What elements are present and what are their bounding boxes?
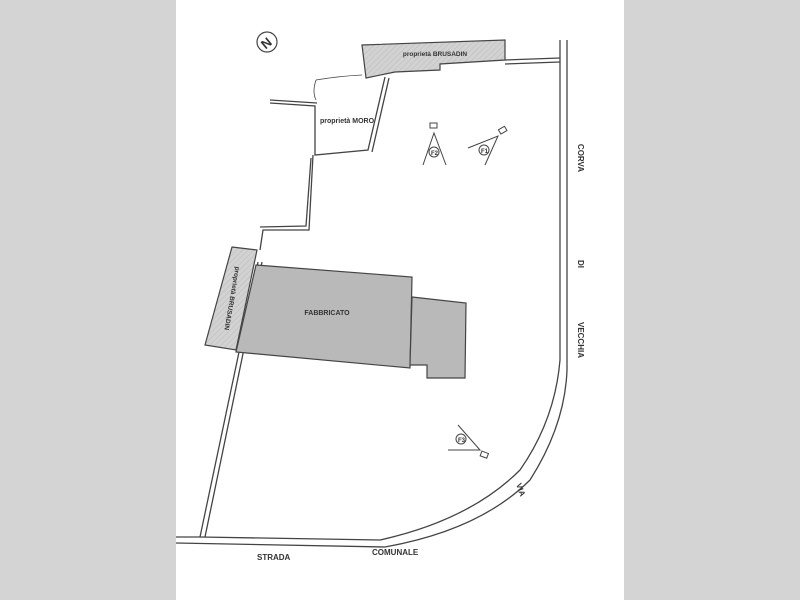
road-label-via: VIA bbox=[514, 482, 527, 498]
property-moro-label: proprietà MORO bbox=[320, 118, 375, 125]
road-label-corva: CORVA bbox=[576, 144, 585, 172]
viewpoint-f1: F1 bbox=[467, 125, 508, 166]
north-arrow-icon: N bbox=[256, 31, 278, 53]
svg-text:proprietà BRUSADIN: proprietà BRUSADIN bbox=[403, 51, 468, 58]
road-label-vecchia: VECCHIA bbox=[576, 322, 585, 358]
property-boundary bbox=[175, 40, 568, 548]
building-fabbricato: FABBRICATO bbox=[235, 264, 467, 379]
property-brusadin-top: proprietà BRUSADIN bbox=[361, 39, 506, 79]
svg-text:F1: F1 bbox=[481, 149, 489, 155]
svg-text:F3: F3 bbox=[458, 438, 466, 444]
road-label-comunale: COMUNALE bbox=[372, 548, 419, 557]
viewpoint-f2: F2 bbox=[422, 122, 447, 166]
road-label-di: DI bbox=[576, 260, 585, 268]
svg-text:FABBRICATO: FABBRICATO bbox=[304, 310, 350, 317]
viewpoint-f3: F3 bbox=[448, 424, 490, 459]
road-label-strada: STRADA bbox=[257, 553, 291, 562]
svg-text:F2: F2 bbox=[431, 151, 439, 157]
